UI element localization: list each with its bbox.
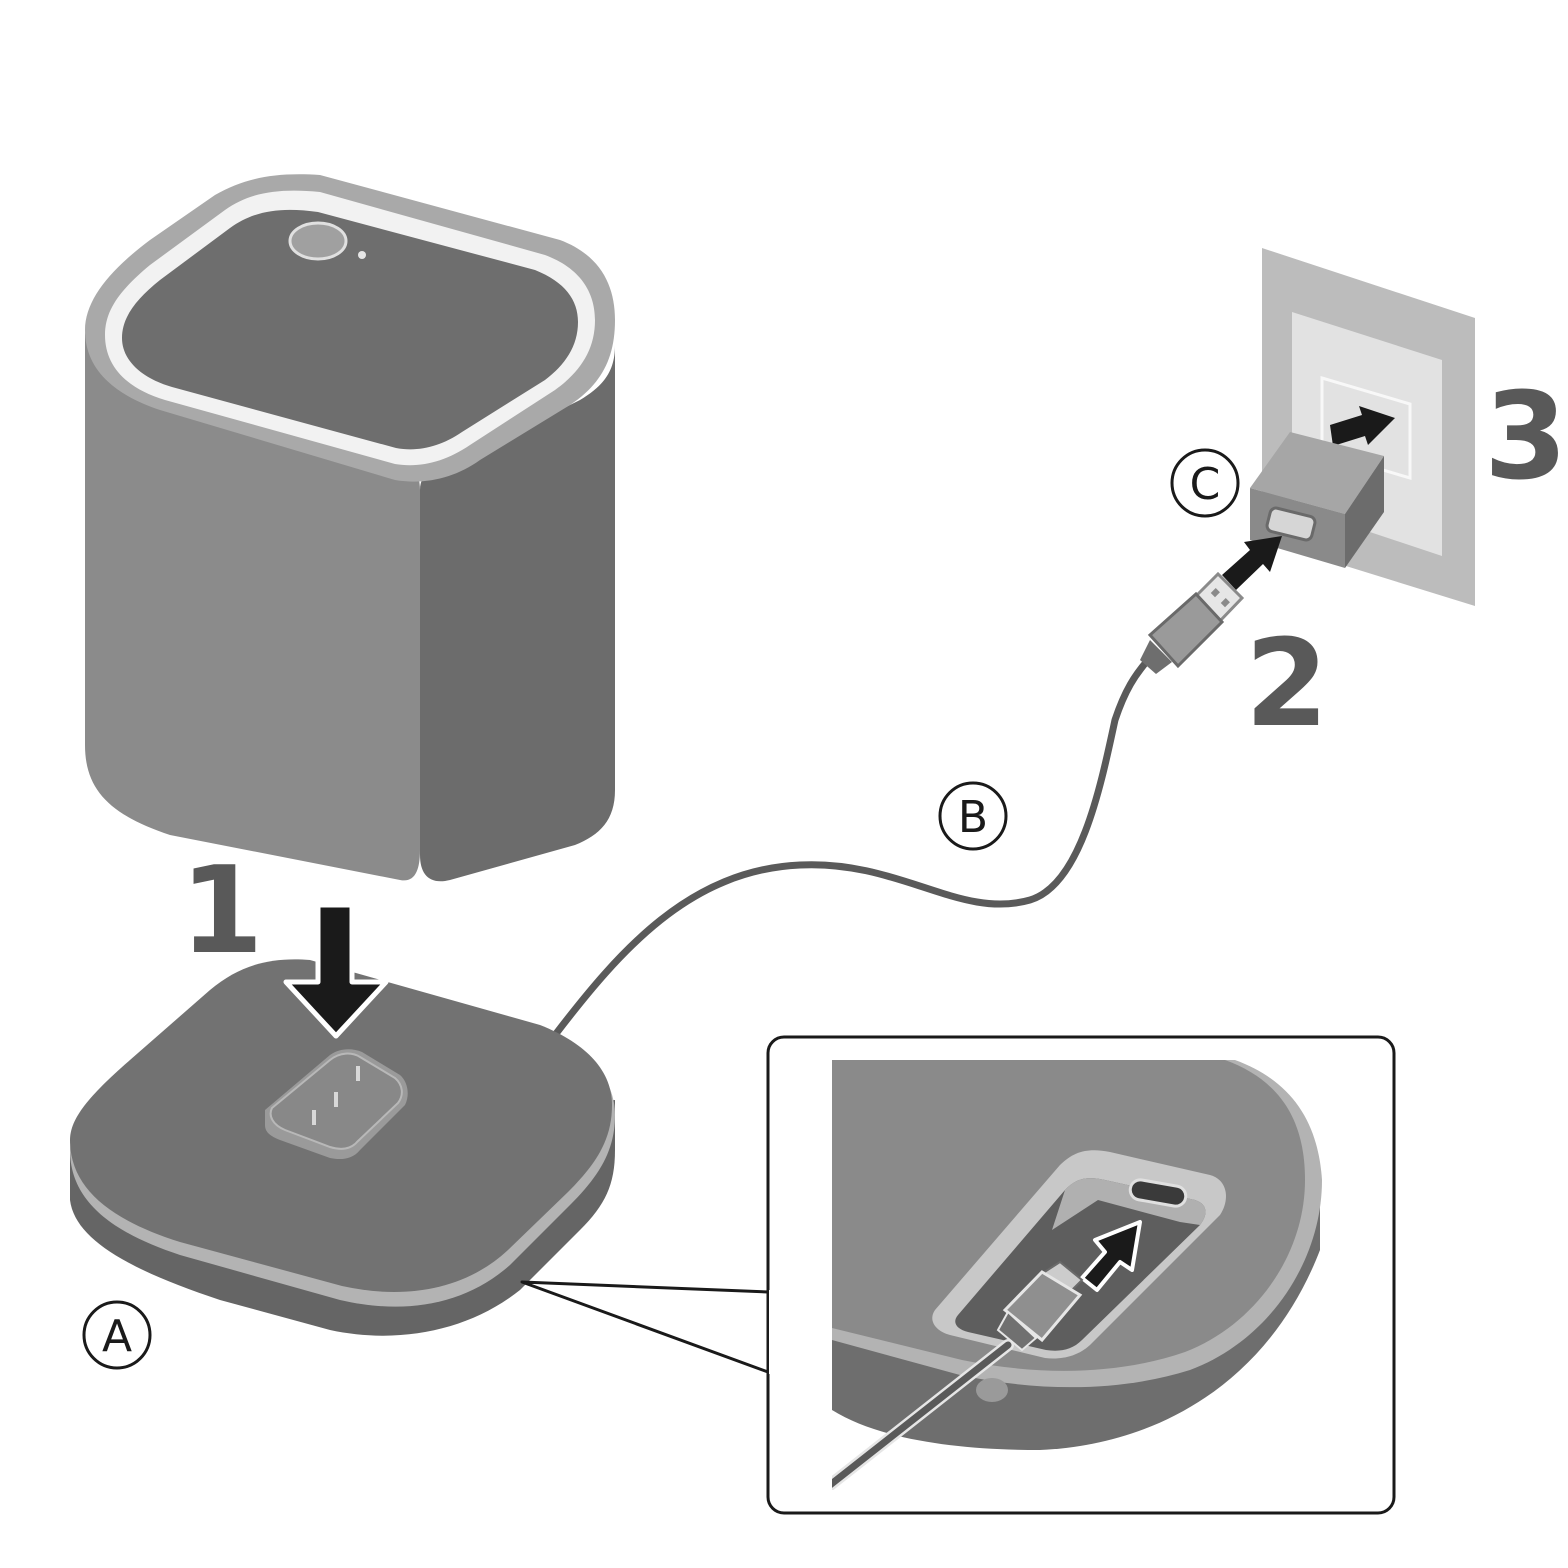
inset-arrow (1080, 1220, 1142, 1292)
inset-cable (832, 1341, 1012, 1488)
step3-arrow (1330, 406, 1395, 446)
adapter-top (1250, 432, 1384, 514)
step2-number: 2 (1245, 615, 1329, 754)
indicator-light (358, 251, 366, 259)
usb-plug (1140, 571, 1245, 674)
callout-b: B (938, 781, 1008, 851)
adapter-usb-port (1265, 506, 1317, 542)
speaker-top-surface (122, 209, 578, 450)
inset-pointer (520, 1280, 769, 1374)
wall-socket-slot (1320, 375, 1412, 481)
usb-adapter (1250, 432, 1384, 568)
speaker-front-face (85, 330, 420, 881)
callout-a-letter: A (102, 1311, 132, 1362)
usb-plug-hole (1210, 588, 1220, 598)
inset-usb-c-plug-body (1002, 1270, 1083, 1343)
inset-cable-notch (976, 1378, 1008, 1402)
usb-plug-hole (1220, 598, 1230, 608)
step1-arrow (283, 902, 389, 1039)
usb-plug-body (1147, 591, 1225, 669)
power-cable (551, 656, 1152, 1039)
adapter-side (1345, 456, 1384, 568)
step2-arrow (1222, 536, 1282, 590)
speaker (85, 174, 615, 882)
power-button (288, 221, 348, 261)
step3-number: 3 (1484, 368, 1568, 507)
callout-c-letter: C (1190, 459, 1221, 510)
inset-detail (832, 1060, 1352, 1490)
callout-c: C (1170, 448, 1240, 518)
speaker-side-face (420, 345, 615, 882)
inset-usb-c-port (1128, 1178, 1188, 1208)
callout-b-letter: B (958, 792, 988, 843)
inset-usb-c-plug-boot (996, 1310, 1038, 1352)
step1-number: 1 (180, 842, 264, 981)
usb-plug-boot (1140, 640, 1172, 674)
charging-dock (70, 959, 615, 1336)
callout-a: A (82, 1300, 152, 1370)
inset-port-wall (1052, 1178, 1206, 1230)
